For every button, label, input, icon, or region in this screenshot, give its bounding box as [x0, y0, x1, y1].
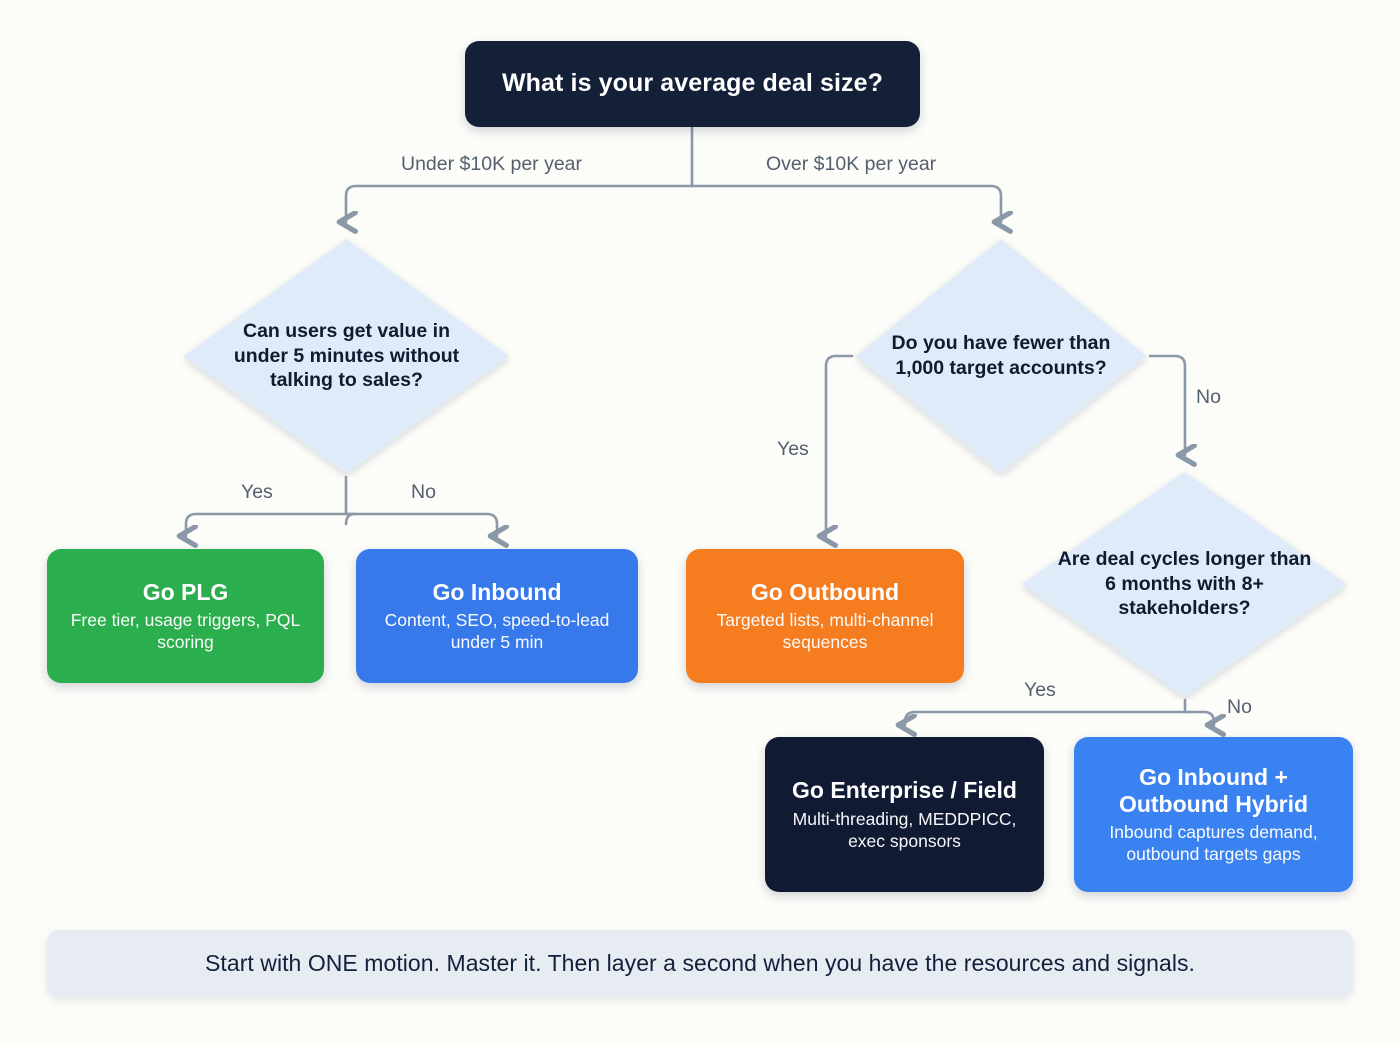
edge-root-d1	[346, 184, 694, 222]
outcome-title: Go Enterprise / Field	[792, 777, 1017, 804]
decision-node-time-to-value[interactable]: Can users get value in under 5 minutes w…	[180, 235, 513, 477]
root-question-text: What is your average deal size?	[501, 69, 884, 98]
footer-callout-banner: Start with ONE motion. Master it. Then l…	[47, 930, 1353, 997]
decision-node-target-accounts[interactable]: Do you have fewer than 1,000 target acco…	[852, 235, 1150, 477]
outcome-title: Go Inbound	[432, 578, 562, 605]
outcome-node-plg[interactable]: Go PLG Free tier, usage triggers, PQL sc…	[47, 549, 324, 683]
outcome-detail: Free tier, usage triggers, PQL scoring	[70, 610, 301, 653]
edge-label-d3-no: No	[1227, 696, 1252, 718]
root-question-node[interactable]: What is your average deal size?	[465, 41, 920, 127]
edge-label-under-10k: Under $10K per year	[401, 153, 583, 175]
outcome-node-enterprise[interactable]: Go Enterprise / Field Multi-threading, M…	[765, 737, 1044, 892]
decision-label: Do you have fewer than 1,000 target acco…	[891, 332, 1111, 379]
outcome-title: Go Outbound	[750, 578, 900, 605]
outcome-node-inbound[interactable]: Go Inbound Content, SEO, speed-to-lead u…	[356, 549, 638, 683]
edge-d3-enterprise	[905, 710, 1187, 725]
outcome-detail: Content, SEO, speed-to-lead under 5 min	[384, 610, 610, 653]
edge-label-over-10k: Over $10K per year	[766, 153, 937, 175]
decision-label: Can users get value in under 5 minutes w…	[233, 320, 460, 392]
decision-node-deal-cycle[interactable]: Are deal cycles longer than 6 months wit…	[1018, 468, 1351, 700]
edge-root-d2	[690, 184, 1001, 222]
decision-label: Are deal cycles longer than 6 months wit…	[1057, 548, 1312, 620]
outcome-detail: Multi-threading, MEDDPICC, exec sponsors	[792, 808, 1017, 851]
edge-d1-inbound	[344, 512, 497, 536]
outcome-title: Go PLG	[142, 578, 229, 605]
diamond-shape-icon	[856, 239, 1146, 473]
edge-label-d1-no: No	[411, 481, 436, 503]
outcome-node-hybrid[interactable]: Go Inbound + Outbound Hybrid Inbound cap…	[1074, 737, 1353, 892]
outcome-node-outbound[interactable]: Go Outbound Targeted lists, multi-channe…	[686, 549, 964, 683]
outcome-title: Go Inbound + Outbound Hybrid	[1118, 763, 1309, 817]
outcome-detail: Targeted lists, multi-channel sequences	[716, 610, 934, 653]
edge-d1-joint	[344, 512, 357, 526]
edge-label-d2-yes: Yes	[777, 438, 809, 460]
edge-d2-d3	[1148, 354, 1185, 455]
edge-d1-plg	[186, 512, 348, 536]
diamond-shape-icon	[1022, 472, 1347, 696]
edge-d2-outbound	[826, 354, 854, 536]
edge-label-d3-yes: Yes	[1024, 679, 1056, 701]
diamond-shape-icon	[184, 239, 509, 473]
edge-label-d2-no: No	[1196, 386, 1221, 408]
edge-d3-hybrid	[1183, 710, 1214, 725]
outcome-detail: Inbound captures demand, outbound target…	[1109, 822, 1318, 865]
footer-callout-text: Start with ONE motion. Master it. Then l…	[205, 950, 1195, 976]
edge-label-d1-yes: Yes	[241, 481, 273, 503]
